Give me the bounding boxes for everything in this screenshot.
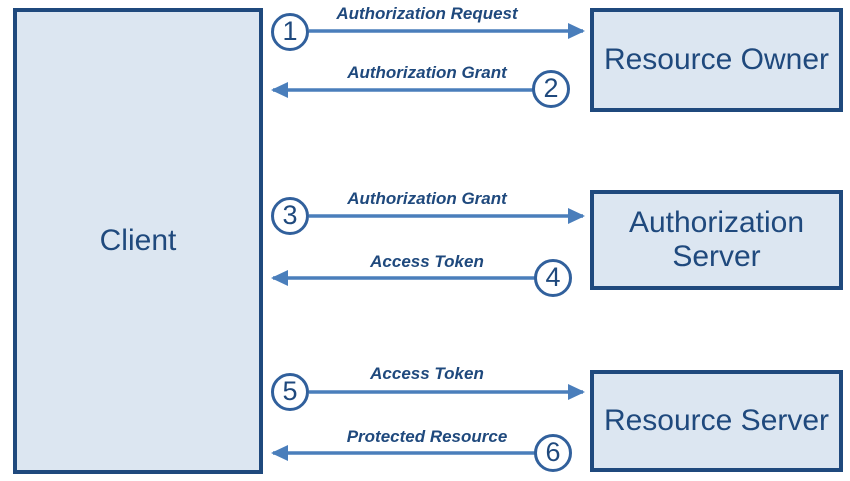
step-2-circle: 2 xyxy=(532,70,570,108)
step-1-number: 1 xyxy=(282,15,298,46)
step-3-circle: 3 xyxy=(271,197,309,235)
step-5-circle: 5 xyxy=(271,373,309,411)
step-4-circle: 4 xyxy=(534,259,572,297)
resource-server-box: Resource Server xyxy=(590,370,843,472)
step-1-circle: 1 xyxy=(271,13,309,51)
flow-6-label: Protected Resource xyxy=(346,427,508,446)
flow-1-label: Authorization Request xyxy=(336,4,518,23)
resource-server-box-label: Resource Server xyxy=(603,403,830,437)
flow-2-label: Authorization Grant xyxy=(347,63,507,82)
flow-5-label: Access Token xyxy=(370,364,484,383)
authorization-server-box-label: Authorization Server xyxy=(628,205,805,274)
resource-owner-box-label: Resource Owner xyxy=(603,42,830,76)
step-2-number: 2 xyxy=(543,72,559,103)
step-3-number: 3 xyxy=(282,199,298,230)
flow-4-label: Access Token xyxy=(370,252,484,271)
step-4-number: 4 xyxy=(545,261,561,292)
step-5-number: 5 xyxy=(282,375,298,406)
step-6-circle: 6 xyxy=(534,434,572,472)
flow-3-label: Authorization Grant xyxy=(347,189,507,208)
client-box: Client xyxy=(13,8,263,474)
authorization-server-box: Authorization Server xyxy=(590,190,843,290)
step-6-number: 6 xyxy=(545,436,561,467)
client-box-label: Client xyxy=(99,223,177,257)
resource-owner-box: Resource Owner xyxy=(590,8,843,112)
